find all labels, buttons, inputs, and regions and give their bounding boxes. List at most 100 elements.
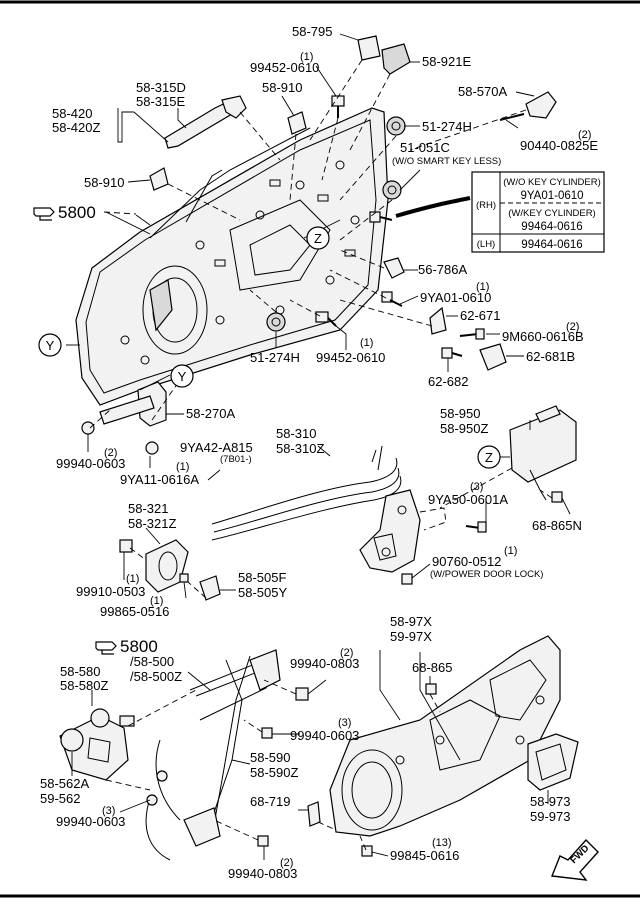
callout-58-795: 58-795 xyxy=(292,24,332,39)
callout-5800-upper: 5800 xyxy=(58,203,96,222)
callout-51-274h-lower: 51-274H xyxy=(250,350,300,365)
callout-58-570a: 58-570A xyxy=(458,84,507,99)
callout-58-97x: 58-97X xyxy=(390,614,432,629)
table-pointer xyxy=(395,196,471,218)
callout-58-420z: 58-420Z xyxy=(52,120,100,135)
callout-9ya01-qty: (1) xyxy=(476,281,489,293)
callout-9ya42-note: (7B01-) xyxy=(220,454,252,465)
bolt-99940-lower xyxy=(257,835,269,847)
ref-y1-label: Y xyxy=(46,338,55,353)
callout-99452-lower-qty: (1) xyxy=(360,337,373,349)
callout-58-921e: 58-921E xyxy=(422,54,471,69)
dashed-leaders xyxy=(89,59,553,851)
callout-90760-qty: (1) xyxy=(504,545,517,557)
trim-module xyxy=(329,635,561,837)
callout-58-310z: 58-310Z xyxy=(276,441,324,456)
bolt-9ya50 xyxy=(465,521,487,533)
callout-62-682: 62-682 xyxy=(428,374,468,389)
bolt-62-682 xyxy=(441,347,463,359)
callout-58-420: 58-420 xyxy=(52,106,92,121)
callout-99910-qty: (1) xyxy=(126,573,139,585)
part-62-681b xyxy=(479,343,507,371)
callout-58-950: 58-950 xyxy=(440,406,480,421)
door-checker xyxy=(81,381,167,455)
pointing-hand-icon xyxy=(95,641,117,655)
callout-99940c-qty: (3) xyxy=(338,717,351,729)
callout-62-681b: 62-681B xyxy=(526,349,575,364)
ref-z1-label: Z xyxy=(314,231,322,246)
callout-58-500: /58-500 xyxy=(130,654,174,669)
window-regulator xyxy=(145,649,281,861)
callout-56-786a: 56-786A xyxy=(418,262,467,277)
callout-labels: 58-795 58-921E (1) 99452-0610 58-910 58-… xyxy=(40,24,598,881)
callout-99865: 99865-0516 xyxy=(100,604,169,619)
callout-58-950z: 58-950Z xyxy=(440,421,488,436)
bolt-99940-upper xyxy=(295,687,309,701)
callout-58-315d: 58-315D xyxy=(136,80,186,95)
callout-5800-lower: 5800 xyxy=(120,637,158,656)
callout-59-973: 59-973 xyxy=(530,809,570,824)
part-62-671 xyxy=(429,306,447,335)
callout-90760: 90760-0512 xyxy=(432,554,501,569)
callout-51-274h-upper: 51-274H xyxy=(422,119,472,134)
fwd-arrow-icon: FWD xyxy=(551,838,599,881)
callout-99910: 99910-0503 xyxy=(76,584,145,599)
callout-51-051c: 51-051C xyxy=(400,140,450,155)
callout-90440: 90440-0825E xyxy=(520,138,598,153)
ref-z2-label: Z xyxy=(485,450,493,465)
table-row3-part: 99464-0616 xyxy=(521,239,582,251)
bolt-99452-upper xyxy=(331,95,345,118)
table-lh-label: (LH) xyxy=(477,239,495,250)
table-row1-note: (W/O KEY CYLINDER) xyxy=(503,177,600,188)
table-row1-part: 9YA01-0610 xyxy=(520,190,583,202)
callout-99865-qty: (1) xyxy=(150,595,163,607)
clip-68-719 xyxy=(307,801,321,827)
callout-58-321: 58-321 xyxy=(128,501,168,516)
part-58-570a xyxy=(499,91,557,121)
callout-9m660: 9M660-0616B xyxy=(502,329,584,344)
callout-9ya42: 9YA42-A815 xyxy=(180,440,253,455)
door-latch xyxy=(359,489,447,573)
callout-9ya11: 9YA11-0616A xyxy=(120,472,199,487)
key-cylinder-table: (RH) (LH) (W/O KEY CYLINDER) 9YA01-0610 … xyxy=(471,171,605,253)
callout-58-590z: 58-590Z xyxy=(250,765,298,780)
ref-circle-y1: Y xyxy=(38,333,62,357)
table-row2-note: (W/KEY CYLINDER) xyxy=(508,208,595,219)
ref-circle-y2: Y xyxy=(170,364,194,388)
grommet-51-274h-lower xyxy=(266,312,286,332)
callout-68-719: 68-719 xyxy=(250,794,290,809)
callout-58-315e: 58-315E xyxy=(136,94,185,109)
callout-58-580: 58-580 xyxy=(60,664,100,679)
bolt-99845 xyxy=(361,845,373,857)
ref-y2-label: Y xyxy=(178,369,187,384)
callout-99940c: 99940-0603 xyxy=(290,728,359,743)
callout-99940a-qty: (2) xyxy=(104,447,117,459)
callout-99940d-qty: (3) xyxy=(102,805,115,817)
part-58-950 xyxy=(509,405,577,501)
part-56-786a xyxy=(383,257,405,279)
callout-58-500z: /58-500Z xyxy=(130,669,182,684)
bolt-9m660 xyxy=(459,328,485,340)
table-row2-part: 99464-0616 xyxy=(521,221,582,233)
callout-58-590: 58-590 xyxy=(250,750,290,765)
part-58-973 xyxy=(527,733,579,791)
part-58-921e xyxy=(381,43,411,75)
callout-99845-qty: (13) xyxy=(432,837,452,849)
callout-99940e: 99940-0803 xyxy=(228,866,297,881)
bolt-99940-mid xyxy=(261,727,273,739)
bolt-9ya01 xyxy=(381,291,403,307)
inner-handle xyxy=(119,539,189,593)
lock-cables xyxy=(211,445,402,541)
callout-99452-upper: 99452-0610 xyxy=(250,60,319,75)
callout-58-910-upper: 58-910 xyxy=(262,80,302,95)
callout-68-865: 68-865 xyxy=(412,660,452,675)
bolt-90760 xyxy=(401,573,413,585)
part-58-505f xyxy=(199,575,221,601)
grommet-51-051c xyxy=(382,180,402,200)
callout-9ya50-qty: (3) xyxy=(470,481,483,493)
callout-99452-upper-qty: (1) xyxy=(300,51,313,63)
bolt-68-865n xyxy=(551,491,563,503)
bracket-58-910-upper xyxy=(287,111,307,135)
callout-99940d: 99940-0603 xyxy=(56,814,125,829)
